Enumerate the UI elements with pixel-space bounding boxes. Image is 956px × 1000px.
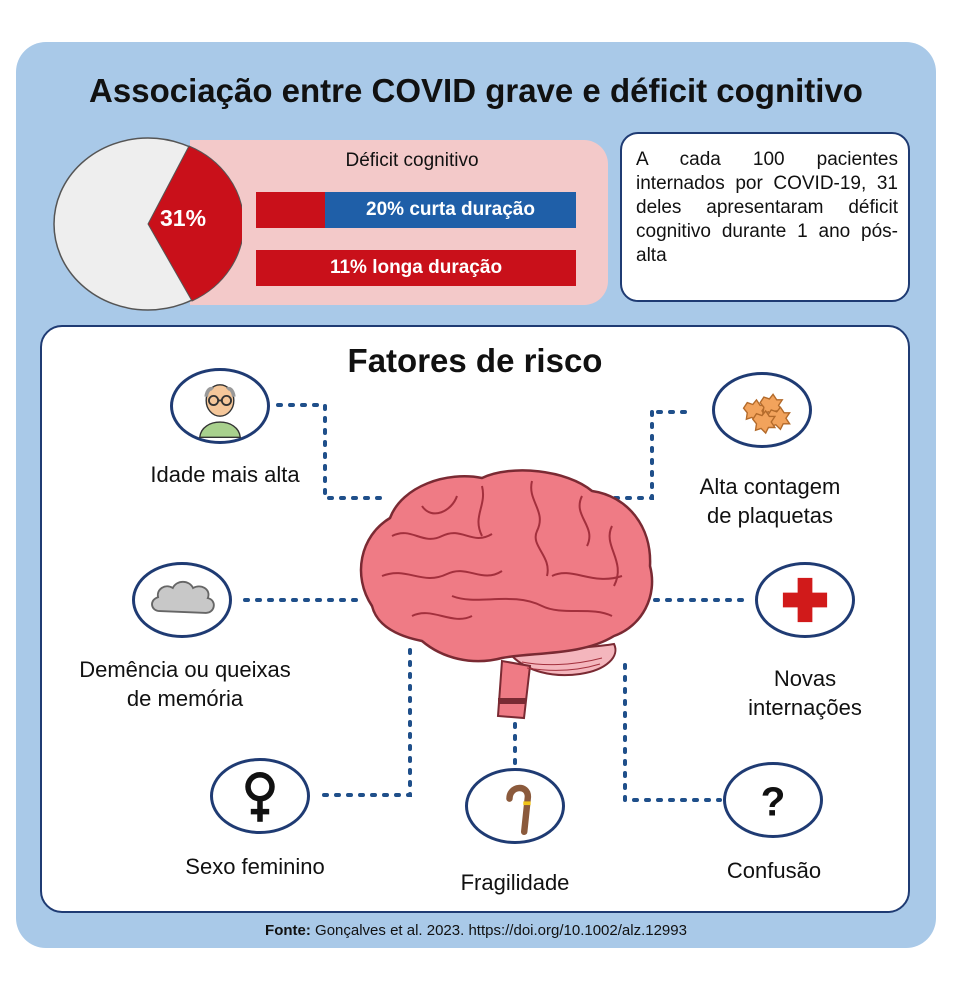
readmission-circle [755,562,855,638]
cane-icon [506,784,532,836]
cloud-icon [151,580,215,614]
brain-illustration [359,469,654,720]
source-prefix: Fonte: [265,922,311,939]
elderly-person-icon [198,384,242,439]
deficit-heading: Déficit cognitivo [345,150,479,171]
confusion-label: Confusão [726,858,822,883]
dementia-label: Demência ou queixas de memória [50,655,320,713]
readmission-label-line2: internações [748,695,862,720]
female-label: Sexo feminino [185,854,325,879]
main-title: Associação entre COVID grave e déficit c… [89,72,863,109]
female-symbol-icon [245,772,275,822]
platelets-label-line2: de plaquetas [707,503,833,528]
dementia-circle [132,562,232,638]
short-duration-bar: 20% curta duração [325,192,576,228]
platelets-icon [742,393,791,435]
readmission-label-line1: Novas [773,666,837,691]
deficit-pie-chart [53,137,242,311]
frailty-circle [465,768,565,844]
source-citation: Fonte: Gonçalves et al. 2023. https://do… [16,922,936,939]
dementia-label-line2: de memória [126,686,244,711]
question-mark-icon: ? [761,779,786,825]
female-circle [210,758,310,834]
short-bar-red-segment [256,192,325,228]
pie-deficit-slice [147,145,242,302]
platelets-circle [712,372,812,448]
age-circle [170,368,270,444]
info-box: A cada 100 pacientes internados por COVI… [620,132,910,302]
pie-percent-label: 31% [160,205,207,231]
frailty-label: Fragilidade [460,870,570,895]
risk-factors-title: Fatores de risco [347,342,603,379]
age-label: Idade mais alta [150,462,300,487]
platelets-label: Alta contagem de plaquetas [670,472,870,530]
svg-text:?: ? [761,779,786,825]
readmission-label: Novas internações [720,664,890,722]
confusion-circle: ? [723,762,823,838]
red-cross-icon [782,577,828,623]
dementia-label-line1: Demência ou queixas [79,657,291,682]
long-duration-bar: 11% longa duração [256,250,576,286]
source-text: Gonçalves et al. 2023. https://doi.org/1… [310,922,687,939]
platelets-label-line1: Alta contagem [699,474,841,499]
